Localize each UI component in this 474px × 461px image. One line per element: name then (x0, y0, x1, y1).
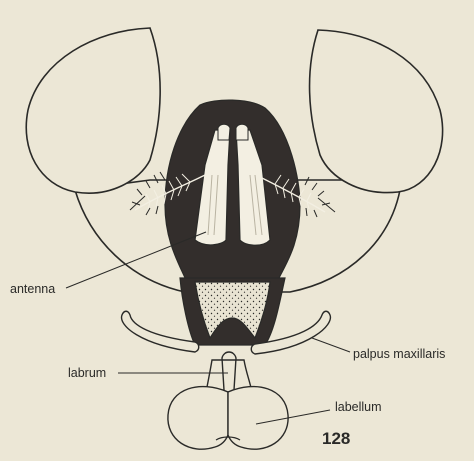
labellum-left-lobe (168, 387, 228, 450)
left-compound-eye (26, 28, 160, 193)
right-antenna-base (236, 124, 248, 140)
label-palpus-maxillaris: palpus maxillaris (353, 348, 445, 361)
figure-number: 128 (322, 430, 350, 447)
palpus-maxillaris-leader-line (312, 338, 350, 352)
label-antenna: antenna (10, 283, 55, 296)
labellum-right-lobe (228, 387, 288, 450)
right-compound-eye (310, 30, 443, 193)
frons-dark-region (165, 100, 300, 280)
label-labrum: labrum (68, 367, 106, 380)
left-antenna-base (218, 124, 230, 140)
label-labellum: labellum (335, 401, 382, 414)
